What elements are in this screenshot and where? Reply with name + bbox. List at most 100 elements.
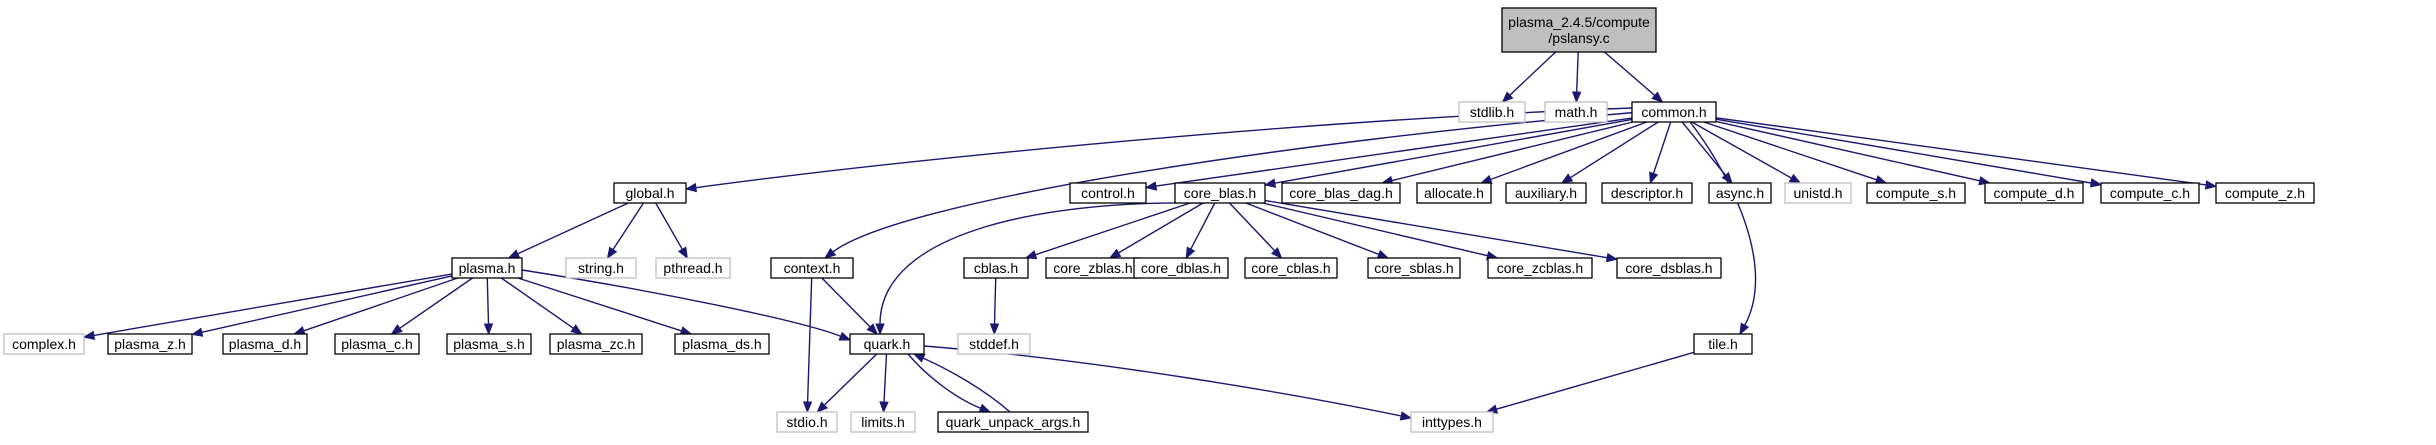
node-box [957,333,1031,355]
node-plasma-zc-h[interactable]: plasma_zc.h [549,333,643,355]
node-label: limits.h [861,414,905,430]
edge-arrowhead [823,247,837,259]
node-root[interactable]: plasma_2.4.5/compute/pslansy.c [1501,7,1657,53]
node-box [1601,182,1693,204]
node-compute-c-h[interactable]: compute_c.h [2100,182,2200,204]
edge-root-to-math_h [1571,51,1582,104]
edge-root-to-stdlib_h [1501,51,1557,103]
node-context-h[interactable]: context.h [770,257,854,279]
node-core-blas-h[interactable]: core_blas.h [1174,182,1266,204]
edge-arrowhead [866,323,879,335]
edge-arrowhead [677,246,688,260]
node-label: compute_z.h [2225,185,2305,201]
edge-quark_unpack_args_h-to-quark_h [912,353,1011,413]
node-label: plasma_d.h [229,336,301,352]
node-label: core_blas_dag.h [1289,185,1393,201]
node-plasma-s-h[interactable]: plasma_s.h [446,333,532,355]
node-tile-h[interactable]: tile.h [1693,333,1753,355]
node-core-zblas-h[interactable]: core_zblas.h [1045,257,1141,279]
node-box [1984,182,2084,204]
node-box [1616,257,1722,279]
node-cblas-h[interactable]: cblas.h [963,257,1029,279]
node-box [1458,101,1526,123]
edge-quark_h-to-stdio_h [816,353,878,413]
node-label: plasma_z.h [114,336,186,352]
node-core-dblas-h[interactable]: core_dblas.h [1133,257,1229,279]
node-label: /pslansy.c [1548,30,1609,46]
node-stdlib-h: stdlib.h [1458,101,1526,123]
node-label: unistd.h [1793,185,1842,201]
node-compute-s-h[interactable]: compute_s.h [1866,182,1966,204]
node-box [1784,182,1852,204]
node-core-cblas-h[interactable]: core_cblas.h [1244,257,1338,279]
edge-line [517,277,682,332]
node-label: plasma_2.4.5/compute [1508,14,1650,30]
edge-line [1035,202,1191,256]
node-compute-d-h[interactable]: compute_d.h [1984,182,2084,204]
edge-arrowhead [816,401,829,413]
edge-core_blas_h-to-core_dblas_h [1185,202,1216,260]
node-label: core_cblas.h [1251,260,1330,276]
node-box [1501,7,1657,53]
node-auxiliary-h[interactable]: auxiliary.h [1505,182,1587,204]
edge-core_blas_h-to-core_sblas_h [1245,202,1390,259]
edge-line [922,357,1011,413]
edge-line [1264,199,1608,259]
edge-plasma_h-to-complex_h [82,273,453,341]
edge-common_h-to-compute_s_h [1703,121,1888,185]
edge-arrowhead [1479,174,1493,184]
node-control-h[interactable]: control.h [1069,182,1147,204]
node-label: core_blas.h [1184,185,1256,201]
node-box [770,257,854,279]
node-label: core_dblas.h [1141,260,1221,276]
node-core-sblas-h[interactable]: core_sblas.h [1367,257,1461,279]
node-core-zcblas-h[interactable]: core_zcblas.h [1487,257,1593,279]
edge-line [1228,202,1276,252]
node-async-h[interactable]: async.h [1708,182,1772,204]
edge-arrowhead [838,331,852,341]
edge-global_h-to-string_h [606,202,645,260]
edge-root-to-common_h [1604,51,1664,103]
node-plasma-c-h[interactable]: plasma_c.h [334,333,420,355]
edge-arrowhead [390,324,403,335]
node-box [963,257,1029,279]
edge-arrowhead [483,323,494,336]
node-box [613,182,687,204]
node-common-h[interactable]: common.h [1631,101,1717,123]
edge-plasma_h-to-plasma_ds_h [517,277,693,336]
edge-arrowhead [1399,411,1413,421]
edge-arrowhead [802,401,813,414]
node-allocate-h[interactable]: allocate.h [1416,182,1492,204]
edge-line [93,273,453,337]
node-plasma-d-h[interactable]: plasma_d.h [222,333,308,355]
node-label: descriptor.h [1611,185,1683,201]
edge-common_h-to-compute_z_h [1715,117,2218,190]
edge-global_h-to-pthread_h [655,202,688,260]
node-quark-unpack-args-h[interactable]: quark_unpack_args.h [937,411,1089,433]
node-box [3,333,85,355]
edge-line [1691,121,1792,179]
edge-arrowhead [879,401,889,414]
node-compute-z-h[interactable]: compute_z.h [2215,182,2315,204]
node-core-blas-dag-h[interactable]: core_blas_dag.h [1281,182,1401,204]
node-global-h[interactable]: global.h [613,182,687,204]
edge-arrowhead [1024,250,1038,260]
edge-line [1689,121,1757,326]
node-label: plasma_zc.h [557,336,636,352]
edge-line [832,111,1641,253]
node-label: common.h [1641,104,1706,120]
edge-line [907,353,981,409]
edge-line [517,202,629,255]
node-quark-h[interactable]: quark.h [849,333,925,355]
node-descriptor-h[interactable]: descriptor.h [1601,182,1693,204]
edge-line [1274,118,1633,184]
edge-arrowhead [1270,247,1283,259]
node-label: core_dsblas.h [1625,260,1712,276]
edge-line [879,202,1206,325]
node-core-dsblas-h[interactable]: core_dsblas.h [1616,257,1722,279]
node-plasma-z-h[interactable]: plasma_z.h [107,333,193,355]
edge-common_h-to-context_h [823,111,1641,259]
node-plasma-ds-h[interactable]: plasma_ds.h [674,333,770,355]
node-plasma-h[interactable]: plasma.h [451,257,523,279]
edge-plasma_h-to-plasma_c_h [390,277,473,335]
